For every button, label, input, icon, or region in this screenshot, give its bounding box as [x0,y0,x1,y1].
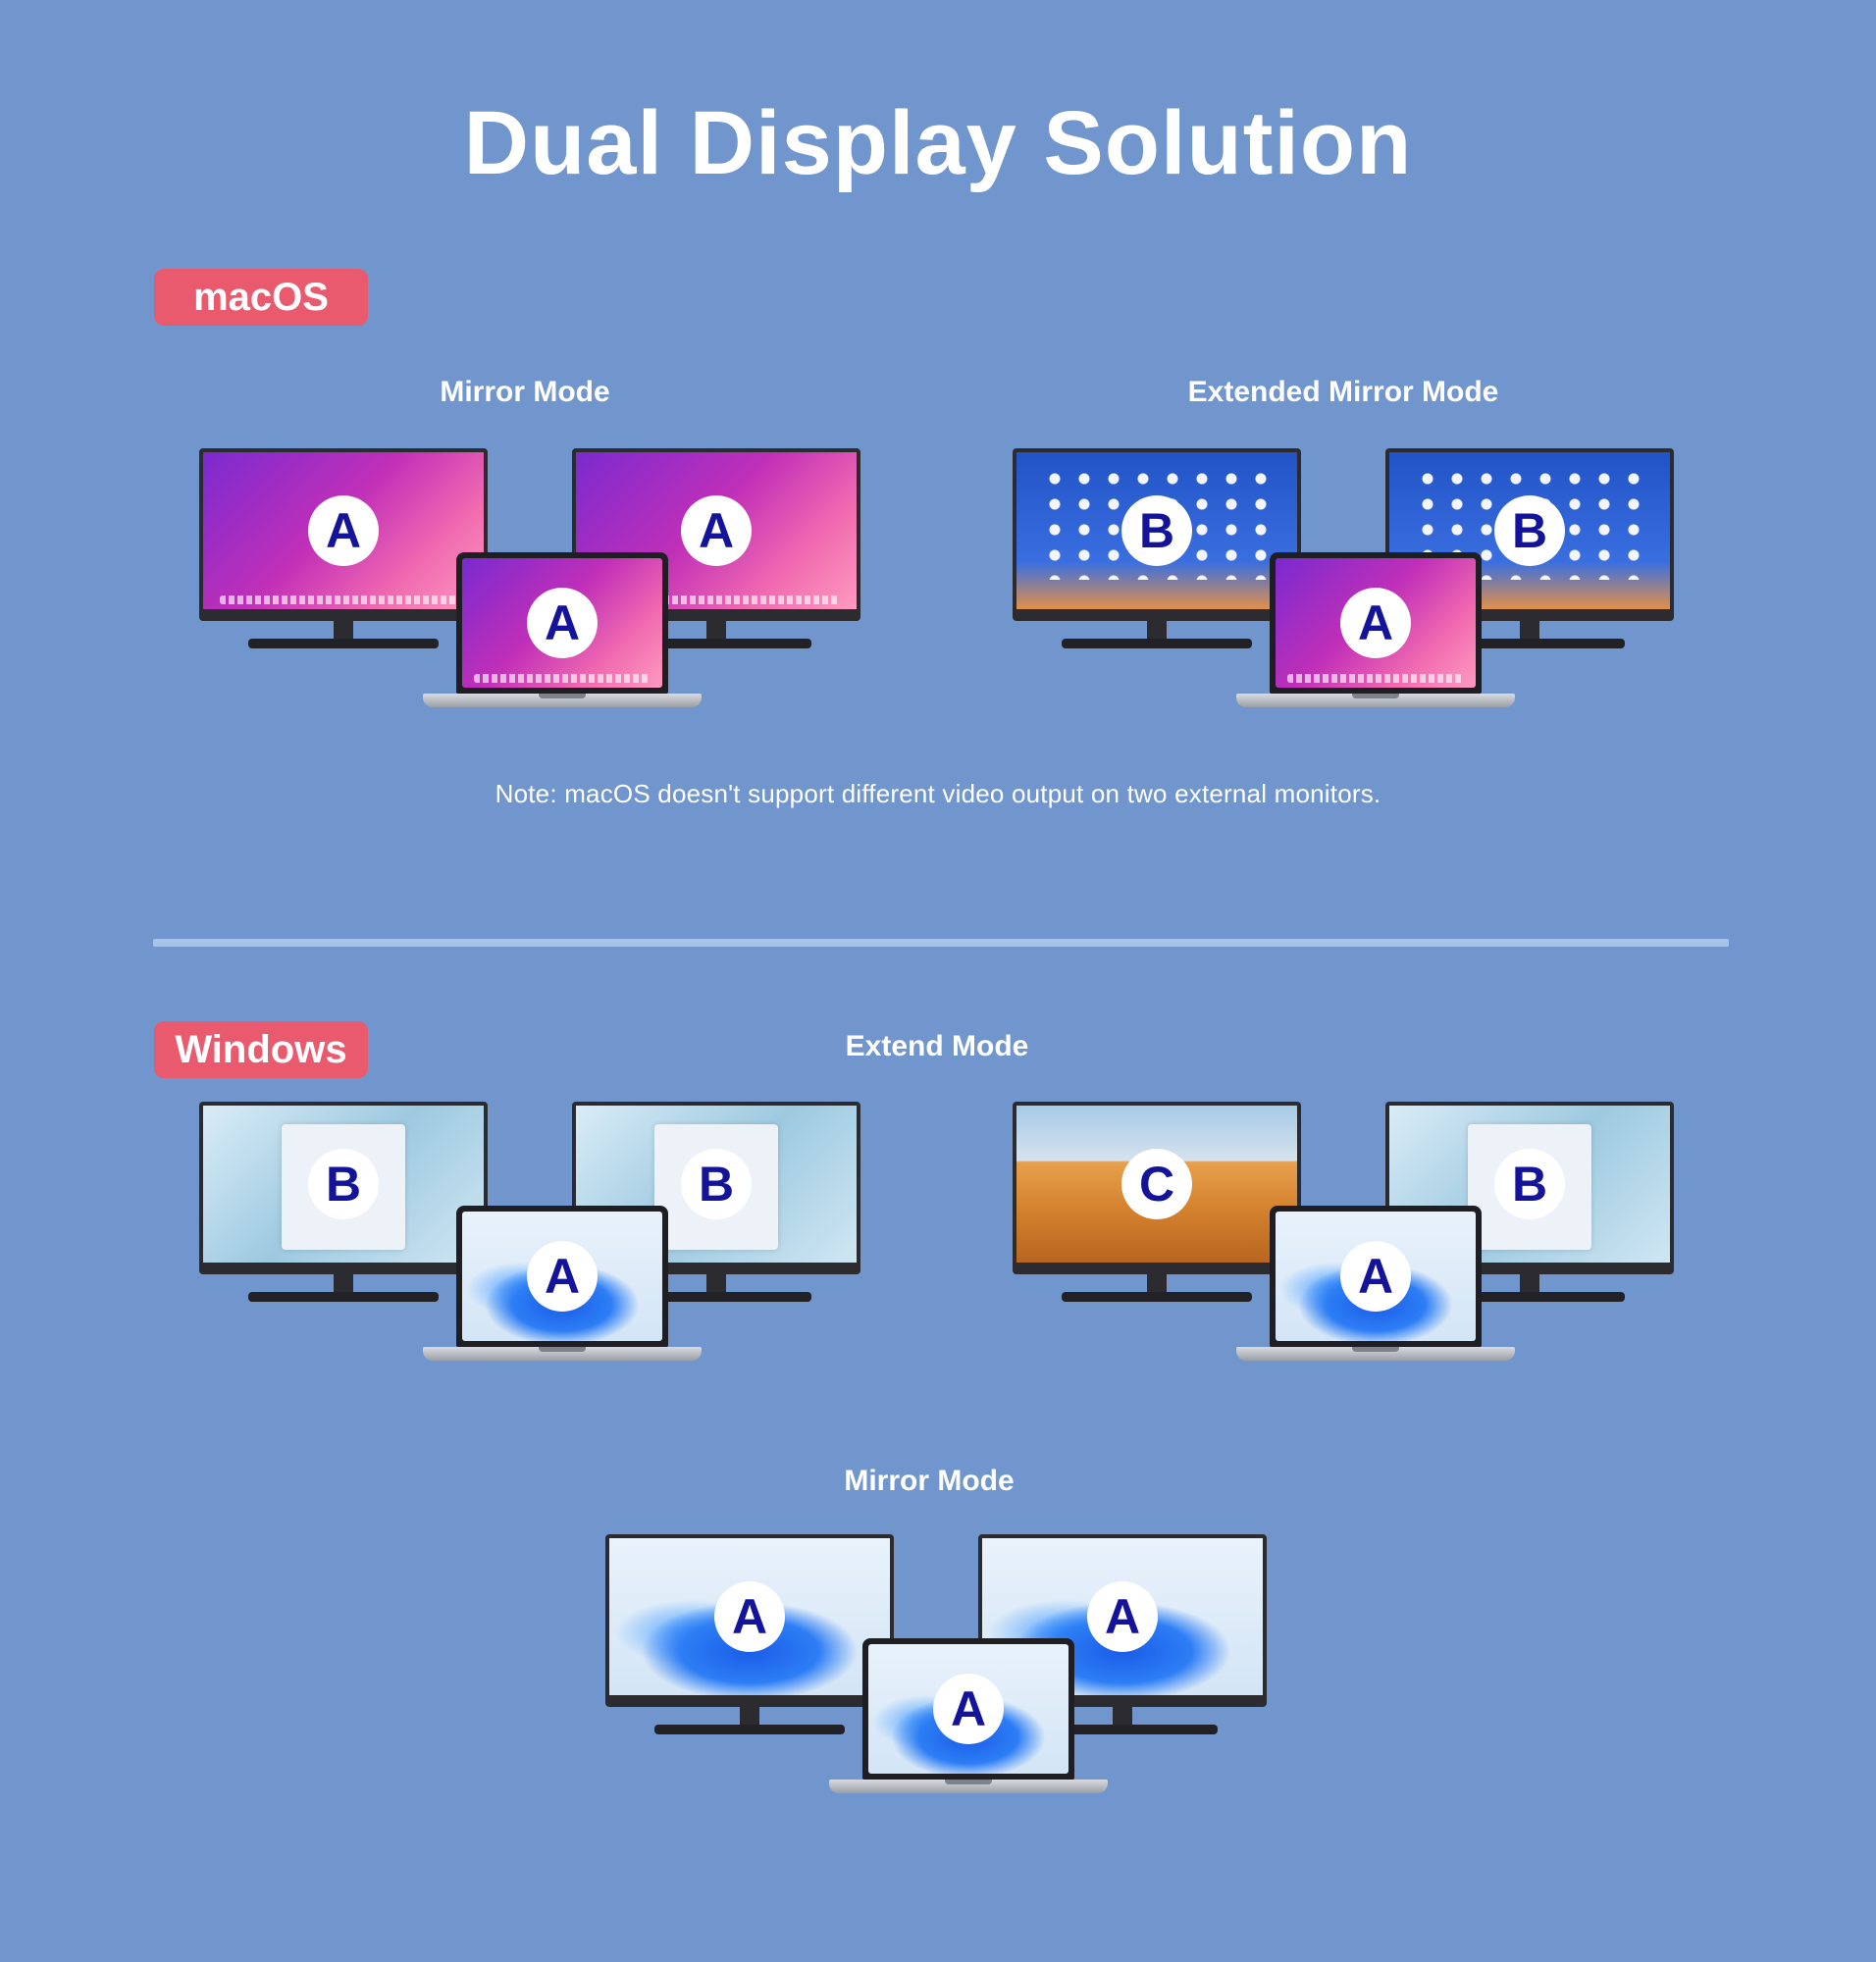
display-label: C [1121,1149,1192,1219]
laptop: A [1236,1206,1515,1378]
laptop: A [829,1638,1108,1811]
macos-badge: macOS [154,269,368,326]
display-label: A [1340,1241,1411,1312]
display-label: A [681,495,752,566]
laptop: A [423,552,702,725]
windows-mirror-mode-label: Mirror Mode [844,1465,1015,1497]
display-label: A [527,1241,598,1312]
display-label: A [308,495,379,566]
display-label: B [681,1149,752,1219]
page-title: Dual Display Solution [463,93,1413,193]
display-label: A [714,1581,785,1652]
display-label: A [527,588,598,658]
macos-extended-mirror-setup: B B A [1013,448,1680,723]
section-divider [153,939,1729,947]
display-label: A [1087,1581,1158,1652]
laptop: A [1236,552,1515,725]
macos-mirror-mode-label: Mirror Mode [440,376,610,408]
display-label: A [1340,588,1411,658]
windows-extend-setup-1: B B A [199,1102,866,1376]
display-label: A [933,1674,1004,1744]
display-label: B [1494,495,1565,566]
display-label: B [1494,1149,1565,1219]
macos-note: Note: macOS doesn't support different vi… [495,779,1381,808]
windows-mirror-setup: A A A [605,1534,1273,1809]
laptop: A [423,1206,702,1378]
display-label: B [308,1149,379,1219]
macos-mirror-setup: A A A [199,448,866,723]
windows-extend-mode-label: Extend Mode [845,1030,1029,1062]
windows-extend-setup-2: C B A [1013,1102,1680,1376]
macos-extended-mirror-mode-label: Extended Mirror Mode [1187,376,1499,408]
display-label: B [1121,495,1192,566]
windows-badge: Windows [154,1021,368,1078]
